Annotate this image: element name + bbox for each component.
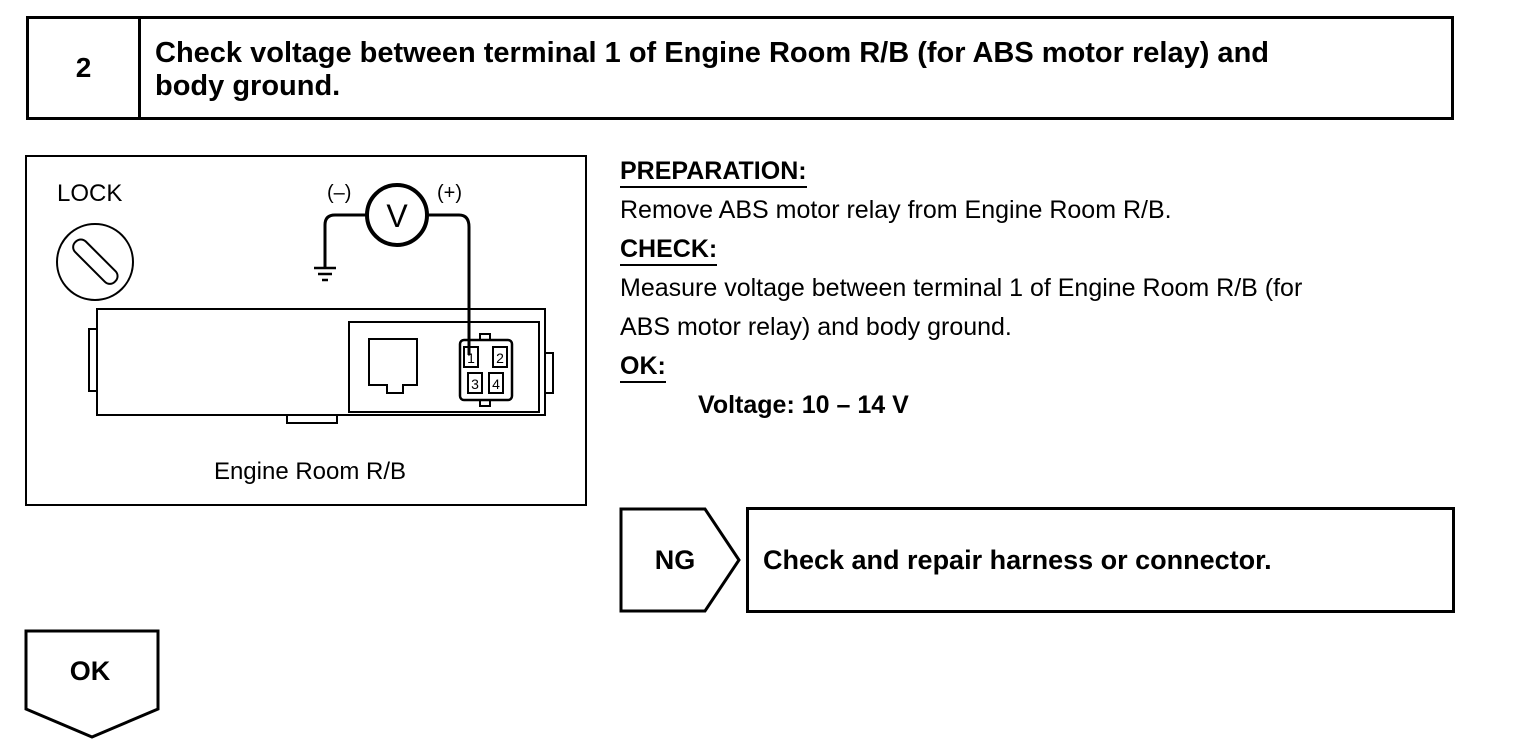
terminal-3-label: 3 — [471, 376, 479, 392]
step-number: 2 — [29, 19, 141, 117]
wiring-figure: LOCK (–) (+) V — [25, 155, 587, 506]
ok-heading: OK: — [620, 351, 666, 383]
right-arrow-icon — [619, 507, 741, 613]
ng-action-text: Check and repair harness or connector. — [763, 544, 1272, 575]
step-header: 2 Check voltage between terminal 1 of En… — [26, 16, 1454, 120]
ng-label: NG — [655, 545, 696, 575]
ok-spec: Voltage: 10 – 14 V — [698, 391, 909, 419]
wiring-diagram: LOCK (–) (+) V — [56, 180, 554, 485]
negative-lead — [323, 213, 367, 267]
preparation-heading: PREPARATION: — [620, 156, 807, 188]
terminal-2: 2 — [492, 346, 508, 368]
step-title: Check voltage between terminal 1 of Engi… — [155, 37, 1445, 103]
instructions: PREPARATION: Remove ABS motor relay from… — [620, 152, 1480, 425]
terminal-1-label: 1 — [467, 350, 475, 366]
ok-branch-arrow: OK — [24, 629, 164, 746]
check-heading: CHECK: — [620, 234, 718, 266]
plus-label: (+) — [437, 182, 462, 204]
preparation-text: Remove ABS motor relay from Engine Room … — [620, 196, 1172, 224]
ng-branch-arrow: NG — [619, 507, 743, 620]
ng-action-box: Check and repair harness or connector. — [746, 507, 1455, 613]
step-title-line2: body ground. — [155, 70, 341, 102]
terminal-1: 1 — [463, 346, 479, 368]
lock-label: LOCK — [57, 180, 122, 207]
figure-caption: Engine Room R/B — [214, 458, 406, 485]
voltmeter-label: V — [386, 198, 408, 234]
ground-icon — [314, 266, 336, 282]
voltmeter-icon: V — [365, 183, 429, 247]
ok-label: OK — [70, 656, 111, 686]
terminal-2-label: 2 — [496, 350, 504, 366]
terminal-4: 4 — [488, 372, 504, 394]
check-text-line1: Measure voltage between terminal 1 of En… — [620, 274, 1303, 302]
terminal-3: 3 — [467, 372, 483, 394]
relay-block — [88, 308, 554, 424]
ignition-key-icon — [56, 223, 134, 301]
check-text-line2: ABS motor relay) and body ground. — [620, 313, 1012, 341]
terminal-4-label: 4 — [492, 376, 500, 392]
step-title-line1: Check voltage between terminal 1 of Engi… — [155, 37, 1269, 69]
minus-label: (–) — [327, 182, 351, 204]
positive-lead — [427, 213, 471, 355]
down-arrow-icon — [24, 629, 160, 739]
